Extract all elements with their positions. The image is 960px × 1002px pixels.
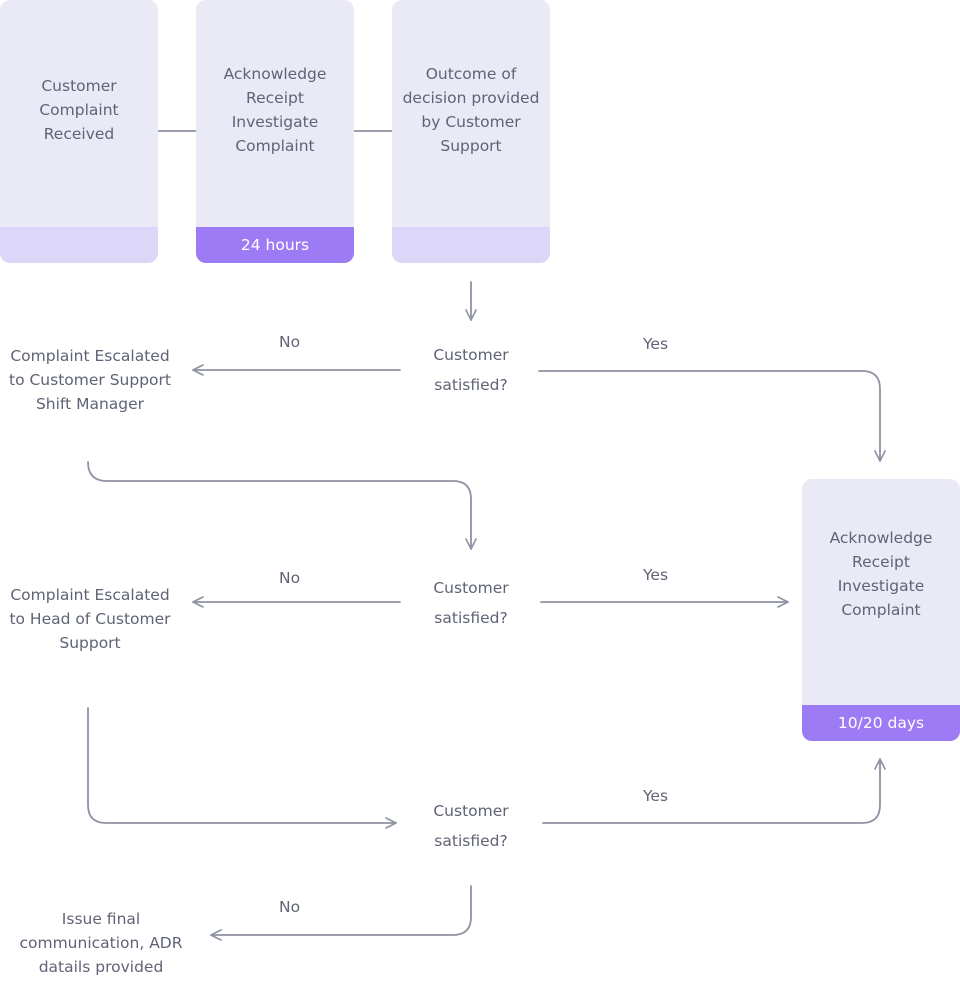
card-outcome-decision-footer [392,227,550,263]
decision-customer-satisfied-3: Customer satisfied? [433,802,509,850]
card-acknowledge-final: Acknowledge Receipt Investigate Complain… [802,479,960,741]
arrow-head-to-decision-3 [87,707,397,829]
edge-label-decision-1-yes: Yes [643,335,669,353]
arrow-decision-1-yes [538,370,886,462]
card-acknowledge-final-text: Acknowledge Receipt Investigate Complain… [829,529,933,619]
card-outcome-decision-text: Outcome of decision provided by Customer… [402,64,540,155]
card-complaint-received: Customer Complaint Received [0,0,158,263]
edge-label-decision-3-no: No [279,898,301,916]
outcome-escalated-shift-manager: Complaint Escalated to Customer Support … [9,347,171,413]
arrow-shift-manager-to-decision-2 [87,461,477,550]
outcome-escalated-head: Complaint Escalated to Head of Customer … [9,586,171,652]
edge-label-decision-2-yes: Yes [643,566,669,584]
card-acknowledge-24h-footer: 24 hours [196,227,354,263]
card-acknowledge-24h: Acknowledge Receipt Investigate Complain… [196,0,354,263]
card-acknowledge-final-footer: 10/20 days [802,705,960,741]
card-outcome-decision: Outcome of decision provided by Customer… [392,0,550,263]
arrow-decision-3-yes [542,758,886,824]
decision-customer-satisfied-1: Customer satisfied? [433,346,509,394]
edge-label-decision-1-no: No [279,333,301,351]
outcome-final-communication: Issue final communication, ADR datails p… [19,910,183,976]
arrow-decision-3-no [210,885,472,941]
card-complaint-received-footer [0,227,158,263]
edge-label-decision-2-no: No [279,569,301,587]
card-complaint-received-text: Customer Complaint Received [39,76,119,143]
card-acknowledge-24h-text: Acknowledge Receipt Investigate Complain… [223,64,327,155]
decision-customer-satisfied-2: Customer satisfied? [433,579,509,627]
edge-label-decision-3-yes: Yes [643,787,669,805]
